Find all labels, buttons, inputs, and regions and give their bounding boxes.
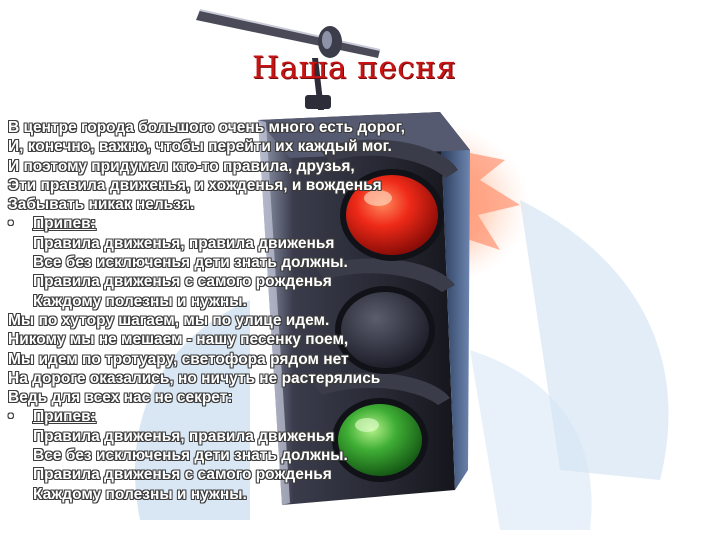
chorus-line: Каждому полезны и нужны. bbox=[33, 485, 247, 503]
song-lyrics: В центре города большого очень много ест… bbox=[8, 118, 713, 504]
bullet-icon: • bbox=[8, 215, 14, 233]
verse-line: И, конечно, важно, чтобы перейти их кажд… bbox=[8, 138, 392, 156]
verse-line: Эти правила движенья, и хожденья, и вожд… bbox=[8, 176, 382, 194]
chorus-line: Правила движенья, правила движенья bbox=[33, 427, 335, 445]
chorus-heading: • Припев: bbox=[8, 214, 713, 233]
chorus-heading: • Припев: bbox=[8, 407, 713, 426]
verse-line: В центре города большого очень много ест… bbox=[8, 119, 405, 136]
slide-title: Наша песня bbox=[252, 50, 457, 86]
verse-line: И поэтому придумал кто-то правила, друзь… bbox=[8, 157, 355, 175]
verse-line: Мы идем по тротуару, светофора рядом нет bbox=[8, 350, 349, 368]
chorus-line: Все без исключенья дети знать должны. bbox=[33, 254, 348, 272]
verse-line: Никому мы не мешаем - нашу песенку поем, bbox=[8, 331, 349, 349]
verse-line: Ведь для всех нас не секрет: bbox=[8, 389, 233, 407]
chorus-line: Все без исключенья дети знать должны. bbox=[33, 447, 348, 465]
chorus-line: Каждому полезны и нужны. bbox=[33, 292, 247, 310]
chorus-title: Припев: bbox=[33, 408, 96, 426]
chorus-line: Правила движенья с самого рожденья bbox=[33, 466, 332, 484]
verse-line: На дороге оказались, но ничуть не растер… bbox=[8, 369, 381, 387]
chorus-line: Правила движенья с самого рожденья bbox=[33, 273, 332, 291]
verse-line: Забывать никак нельзя. bbox=[8, 196, 195, 214]
bullet-icon: • bbox=[8, 408, 14, 426]
verse-line: Мы по хутору шагаем, мы по улице идем. bbox=[8, 311, 330, 329]
chorus-line: Правила движенья, правила движенья bbox=[33, 234, 335, 252]
chorus-title: Припев: bbox=[33, 215, 96, 233]
